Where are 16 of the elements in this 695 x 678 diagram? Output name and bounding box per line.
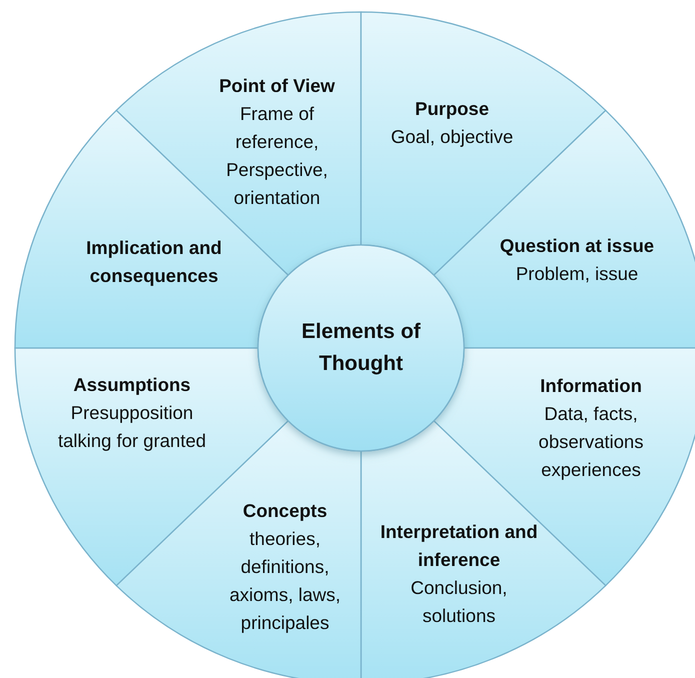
sector-description: Conclusion, solutions xyxy=(410,576,508,628)
sector-description: Goal, objective xyxy=(390,125,514,149)
sector-heading: Concepts xyxy=(242,499,328,523)
sector-heading: Assumptions xyxy=(72,373,192,397)
sector-heading: Implication and consequences xyxy=(85,236,223,288)
sector-heading: Interpretation and inference xyxy=(379,520,539,572)
sector-heading: Point of View xyxy=(218,74,336,98)
sector-description: Problem, issue xyxy=(514,262,640,286)
sector-description: Data, facts, observations experiences xyxy=(538,402,644,482)
sector-description: theories, definitions, axioms, laws, principales xyxy=(228,527,342,635)
center-title: Elements of Thought xyxy=(300,319,422,377)
sector-description: Presupposition talking for granted xyxy=(56,401,208,453)
sector-heading: Purpose xyxy=(414,97,490,121)
sector-heading: Question at issue xyxy=(498,234,656,258)
sector-description: Frame of reference, Perspective, orientation xyxy=(225,102,329,210)
sector-heading: Information xyxy=(539,374,643,398)
